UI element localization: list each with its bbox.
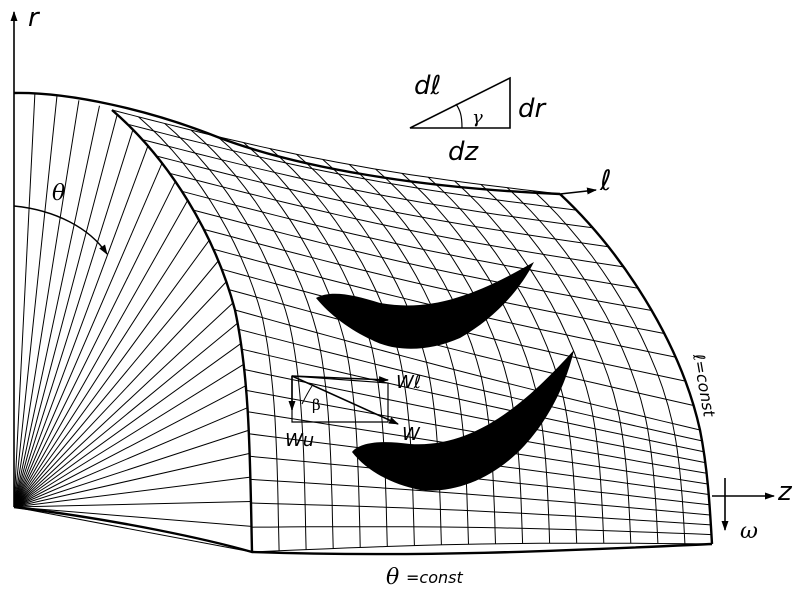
theta-arc-arrow xyxy=(13,205,108,255)
radial-grid-line xyxy=(13,163,163,508)
l-const-grid-line xyxy=(427,176,578,544)
theta-const-grid-line xyxy=(111,109,561,195)
radial-grid-line xyxy=(13,219,200,508)
trailing-edge-l-const xyxy=(559,193,714,545)
triangle-dz-label: dz xyxy=(448,137,480,167)
beta-label: β xyxy=(312,396,321,414)
theta-const-grid-line xyxy=(156,155,609,248)
l-const-grid-line xyxy=(454,180,605,544)
theta-const-text: =const xyxy=(406,568,463,587)
radial-grid-line xyxy=(13,429,249,508)
l-const-grid-line xyxy=(190,129,334,549)
radial-grid-line xyxy=(13,114,118,508)
theta-const-grid-line xyxy=(250,502,711,526)
blade-profile-lower xyxy=(352,350,574,491)
theta-const-grid-line xyxy=(203,228,665,334)
radial-grid-line xyxy=(13,343,242,508)
radial-grid-line xyxy=(13,100,80,508)
differential-triangle: dℓ dr dz γ xyxy=(409,71,548,167)
l-axis-label: ℓ xyxy=(599,164,612,197)
leading-edge-arc xyxy=(111,109,254,553)
theta-const-grid-line xyxy=(251,526,712,536)
triangle-dl-label: dℓ xyxy=(414,71,441,101)
radial-grid-line xyxy=(13,407,248,508)
theta-const-grid-line xyxy=(181,190,639,289)
radial-grid-line xyxy=(13,500,251,508)
radial-grid-line xyxy=(13,200,189,508)
velocity-triangle: Wℓ Wu W β xyxy=(285,372,421,451)
blade-profile-upper xyxy=(316,262,534,349)
l-const-grid-line xyxy=(348,164,496,544)
theta-const-symbol: θ xyxy=(386,565,399,590)
radial-grid-line xyxy=(13,476,251,508)
radial-grid-line xyxy=(13,452,250,508)
radial-grid-line xyxy=(13,129,134,508)
radial-grid-line xyxy=(13,363,244,508)
radial-grid-line xyxy=(13,302,234,508)
theta-const-grid-line xyxy=(249,455,710,506)
theta-const-grid-line xyxy=(234,309,701,431)
z-axis-label: z xyxy=(777,477,793,507)
theta-const-grid-line xyxy=(169,172,624,268)
l-const-grid-line xyxy=(480,184,632,544)
radial-grid-line xyxy=(13,105,100,508)
theta-label: θ xyxy=(52,181,65,206)
radial-grid-line xyxy=(13,281,227,508)
radial-grid-line xyxy=(13,239,210,508)
theta-const-grid-line xyxy=(127,123,577,211)
l-const-grid-line xyxy=(533,190,686,544)
theta-const-grid-line xyxy=(193,209,652,311)
l-const-grid-line xyxy=(375,168,524,544)
l-axis xyxy=(559,187,597,195)
radial-grid-line xyxy=(13,322,238,508)
surface-bottom-edge xyxy=(13,505,713,556)
radial-grid-line xyxy=(13,96,58,508)
w-l-label: Wℓ xyxy=(396,372,421,393)
l-const-grid-line xyxy=(138,116,280,551)
surface-top-edge xyxy=(13,91,561,196)
theta-const-grid-line xyxy=(228,289,694,406)
theta-const-grid-line xyxy=(142,139,593,229)
w-label: W xyxy=(402,424,421,445)
radial-grid-line xyxy=(13,93,36,508)
stream-surface-grid xyxy=(13,93,713,553)
omega-label: ω xyxy=(740,519,758,544)
r-axis-label: r xyxy=(28,3,41,33)
theta-const-grid-line xyxy=(238,328,703,442)
theta-const-grid-line xyxy=(241,348,704,453)
theta-const-grid-line xyxy=(251,542,713,553)
triangle-gamma-label: γ xyxy=(472,107,483,128)
l-const-grid-line xyxy=(506,187,659,544)
radial-grid-line xyxy=(13,145,149,508)
w-u-label: Wu xyxy=(285,430,314,451)
radial-grid-line xyxy=(13,385,247,508)
triangle-dr-label: dr xyxy=(518,94,548,124)
l-const-grid-line xyxy=(164,123,307,550)
radial-grid-line xyxy=(13,181,176,508)
radial-grid-line xyxy=(13,506,253,553)
radial-grid-line xyxy=(13,506,252,527)
l-const-grid-line xyxy=(217,136,361,548)
theta-const-grid-line xyxy=(250,478,711,516)
theta-const-grid-line xyxy=(244,369,706,464)
radial-grid-line xyxy=(13,260,219,508)
